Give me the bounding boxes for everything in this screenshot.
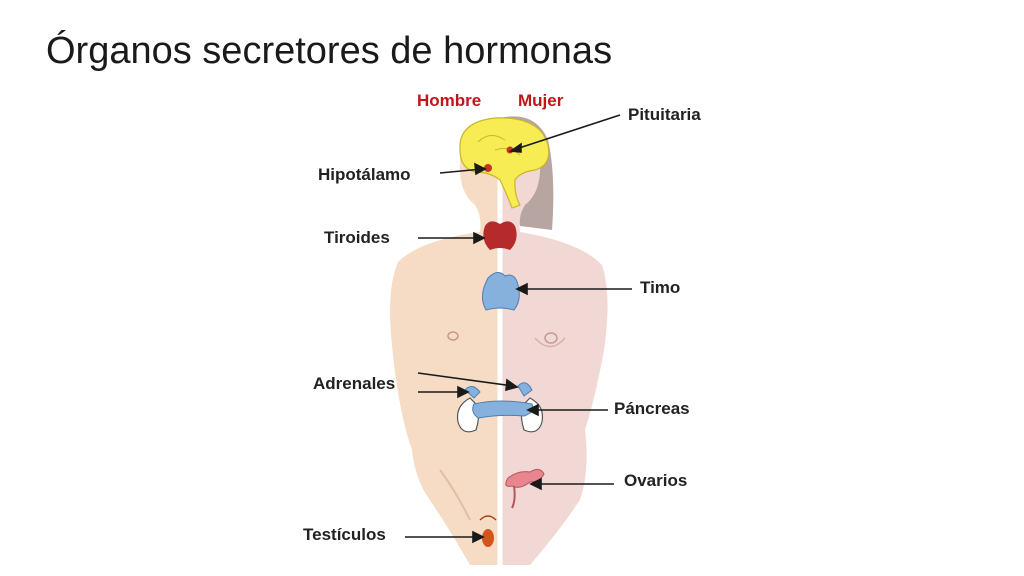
leader-lines [405,114,632,544]
female-body [500,118,608,565]
header-mujer: Mujer [518,91,564,110]
slide-title: Órganos secretores de hormonas [46,30,613,72]
label-pancreas: Páncreas [614,399,690,418]
adrenal-left [464,386,481,399]
label-ovarios: Ovarios [624,471,687,490]
label-testiculos: Testículos [303,525,386,544]
thymus [482,272,520,311]
hypothalamus-mark [484,164,492,172]
adrenal-right [517,382,533,397]
testis [482,529,494,547]
label-pituitaria: Pituitaria [628,105,701,124]
label-tiroides: Tiroides [324,228,390,247]
brain [459,117,550,209]
header-hombre: Hombre [417,91,481,110]
pancreas [472,400,534,419]
label-hipotalamo: Hipotálamo [318,165,411,184]
label-timo: Timo [640,278,680,297]
male-body [390,118,500,565]
label-adrenales: Adrenales [313,374,395,393]
thyroid [483,221,517,250]
